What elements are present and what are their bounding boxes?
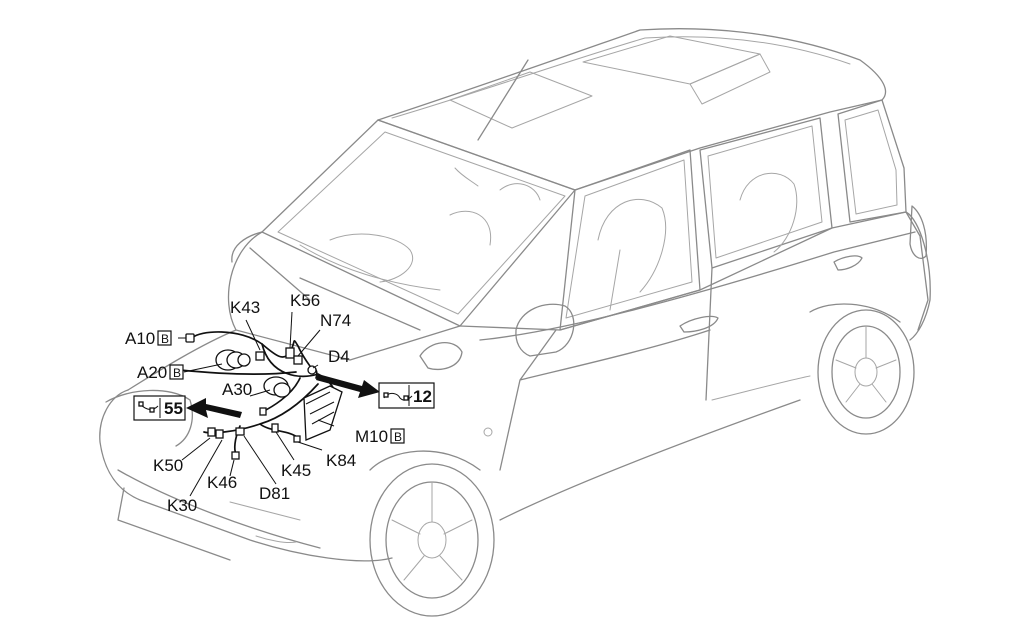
label-k45: K45 — [281, 461, 311, 480]
component-k84 — [293, 435, 301, 443]
label-a30: A30 — [222, 380, 252, 399]
label-a20: A20 — [137, 363, 167, 382]
label-k56: K56 — [290, 291, 320, 310]
arrow-left — [186, 398, 242, 418]
callout-labels: A10 B A20 B A30 K43 K56 N74 D4 M10 B K84… — [125, 291, 405, 515]
label-d4: D4 — [328, 347, 350, 366]
component-k45 — [271, 423, 279, 433]
reference-number-right: 12 — [413, 387, 432, 406]
component-d4 — [307, 365, 317, 375]
label-m10: M10 — [355, 427, 388, 446]
badge-a20: B — [173, 366, 181, 380]
component-a10 — [185, 333, 195, 343]
component-m10 — [303, 385, 343, 441]
badge-a10: B — [161, 332, 169, 346]
reference-box-right: 12 — [378, 382, 435, 409]
component-a30 — [263, 376, 291, 398]
label-d81: D81 — [259, 484, 290, 503]
component-k50-k30 — [207, 427, 224, 439]
label-k50: K50 — [153, 456, 183, 475]
component-k46 — [231, 451, 240, 460]
leader-lines — [178, 311, 335, 497]
label-a10: A10 — [125, 329, 155, 348]
component-d81 — [235, 427, 245, 436]
component-k43 — [255, 351, 265, 361]
badge-m10: B — [394, 430, 402, 444]
label-k30: K30 — [167, 496, 197, 515]
arrow-right — [316, 374, 380, 398]
component-k30b — [259, 407, 267, 416]
label-n74: N74 — [320, 311, 351, 330]
component-a20 — [215, 349, 251, 371]
reference-box-left: 55 — [133, 395, 186, 421]
label-k43: K43 — [230, 298, 260, 317]
label-k84: K84 — [326, 451, 356, 470]
car-illustration — [99, 28, 931, 617]
reference-number-left: 55 — [164, 399, 183, 418]
label-k46: K46 — [207, 473, 237, 492]
